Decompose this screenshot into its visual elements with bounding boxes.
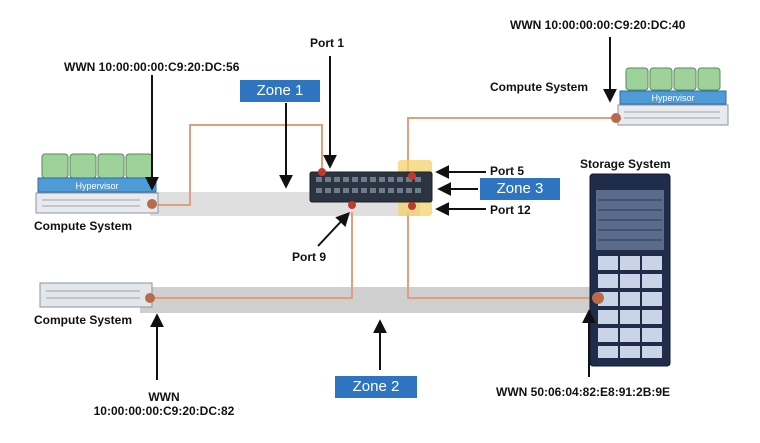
wwn-storage-label: WWN 50:06:04:82:E8:91:2B:9E — [496, 385, 671, 399]
fiber-port9 — [150, 212, 353, 299]
bottom-backbone — [140, 287, 610, 313]
port-1-label: Port 1 — [310, 36, 345, 50]
fiber-paths — [150, 117, 615, 299]
hypervisor-label-left: Hypervisor — [75, 181, 118, 191]
storage-system-label: Storage System — [580, 157, 671, 171]
arrow-icon — [317, 211, 350, 247]
storage-array-icon — [589, 173, 671, 367]
wwn-top-right-label: WWN 10:00:00:00:C9:20:DC:40 — [510, 18, 686, 32]
wwn-top-left-label: WWN 10:00:00:00:C9:20:DC:56 — [64, 60, 240, 74]
hypervisor-label-right: Hypervisor — [651, 93, 694, 103]
fiber-port12-storage — [407, 212, 600, 299]
zone-2-badge: Zone 2 — [335, 376, 417, 398]
port-12-label: Port 12 — [490, 203, 531, 217]
compute-system-label-bottom-left: Compute System — [34, 313, 133, 327]
hypervisor-server-icon-right — [611, 67, 729, 126]
switch-icon — [309, 160, 433, 216]
hypervisor-server-icon — [35, 153, 159, 214]
compute-system-label-top-left: Compute System — [34, 219, 133, 233]
fiber-zone1 — [150, 124, 323, 206]
server-icon — [39, 282, 155, 308]
arrows — [145, 37, 617, 380]
zone-3-badge: Zone 3 — [480, 178, 560, 200]
zone-1-badge: Zone 1 — [240, 80, 320, 102]
compute-system-label-right: Compute System — [490, 80, 589, 94]
wwn-bottom-left-line2: 10:00:00:00:C9:20:DC:82 — [93, 404, 235, 418]
wwn-bottom-left-line1: WWN — [148, 390, 180, 404]
fiber-to-right-host — [407, 117, 615, 180]
port-5-label: Port 5 — [490, 164, 525, 178]
port-9-label: Port 9 — [292, 250, 327, 264]
